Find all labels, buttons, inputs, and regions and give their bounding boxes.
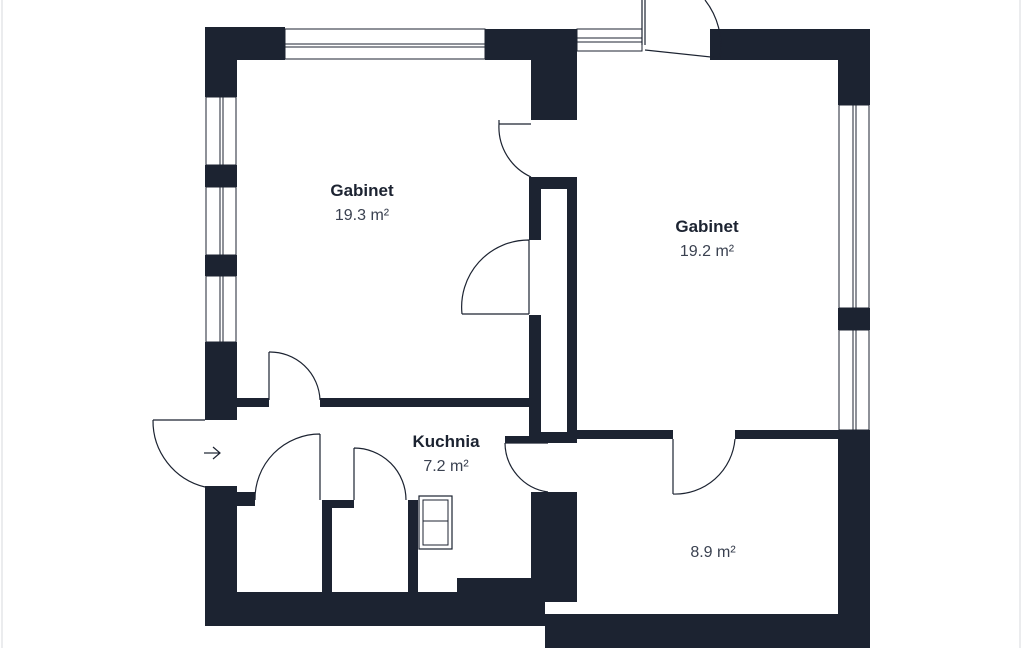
room-name-office-1: Gabinet [330, 181, 394, 200]
door-entrance [152, 419, 206, 488]
room-name-kitchen: Kuchnia [412, 432, 480, 451]
room-area-office-1: 19.3 m² [335, 207, 390, 224]
room-area-office-2: 19.2 m² [680, 243, 735, 260]
wall-bottom-right [545, 614, 870, 648]
window-left-3 [205, 275, 237, 343]
door-top-right [641, 0, 722, 59]
door-closet-1 [254, 433, 321, 501]
wall-hall-2 [320, 398, 531, 407]
wall-left-3 [205, 255, 237, 276]
wall-left-1 [205, 27, 237, 97]
kitchen-sink [418, 495, 453, 550]
wall-bottom-step [457, 578, 545, 598]
door-hall-office [268, 351, 321, 401]
door-office-left-side [461, 239, 530, 315]
wall-small-room-top-2 [735, 430, 840, 439]
door-small-room [672, 438, 736, 495]
door-kitchen [504, 442, 549, 493]
wall-hall-1 [237, 398, 269, 407]
window-top-middle [576, 28, 643, 52]
arrow-right-icon [204, 446, 221, 460]
wall-closet-cap-1 [237, 492, 255, 506]
room-area-kitchen: 7.2 m² [423, 458, 469, 475]
wall-right-lower [838, 430, 870, 648]
window-left-1 [205, 96, 237, 166]
door-office-left-top [498, 120, 532, 178]
room-name-office-2: Gabinet [675, 217, 739, 236]
wall-top-middle [485, 29, 577, 60]
wall-left-2 [205, 165, 237, 187]
wall-left-4 [205, 342, 237, 420]
wall-top-right [710, 29, 870, 60]
window-right-2 [838, 329, 870, 431]
wall-closet-divider-2 [408, 500, 418, 596]
door-gap-office [529, 240, 541, 315]
door-closet-2 [353, 447, 407, 501]
window-right-1 [838, 104, 870, 309]
wall-bottom-pillar [531, 492, 577, 602]
room-area-small-room: 8.9 m² [690, 544, 736, 561]
wall-right-mid [838, 308, 870, 330]
wall-small-room-top-1 [577, 430, 673, 439]
windows [205, 28, 870, 431]
wall-right-top [838, 58, 870, 105]
walls [205, 27, 870, 648]
wall-middle-pillar [531, 58, 577, 120]
wall-closet-divider-1 [322, 500, 332, 596]
wall-interior-shaft [541, 189, 567, 432]
doors [152, 0, 736, 501]
wall-closet-cap-2 [332, 500, 354, 508]
window-left-2 [205, 186, 237, 256]
wall-kitchen-door-head [505, 436, 577, 443]
